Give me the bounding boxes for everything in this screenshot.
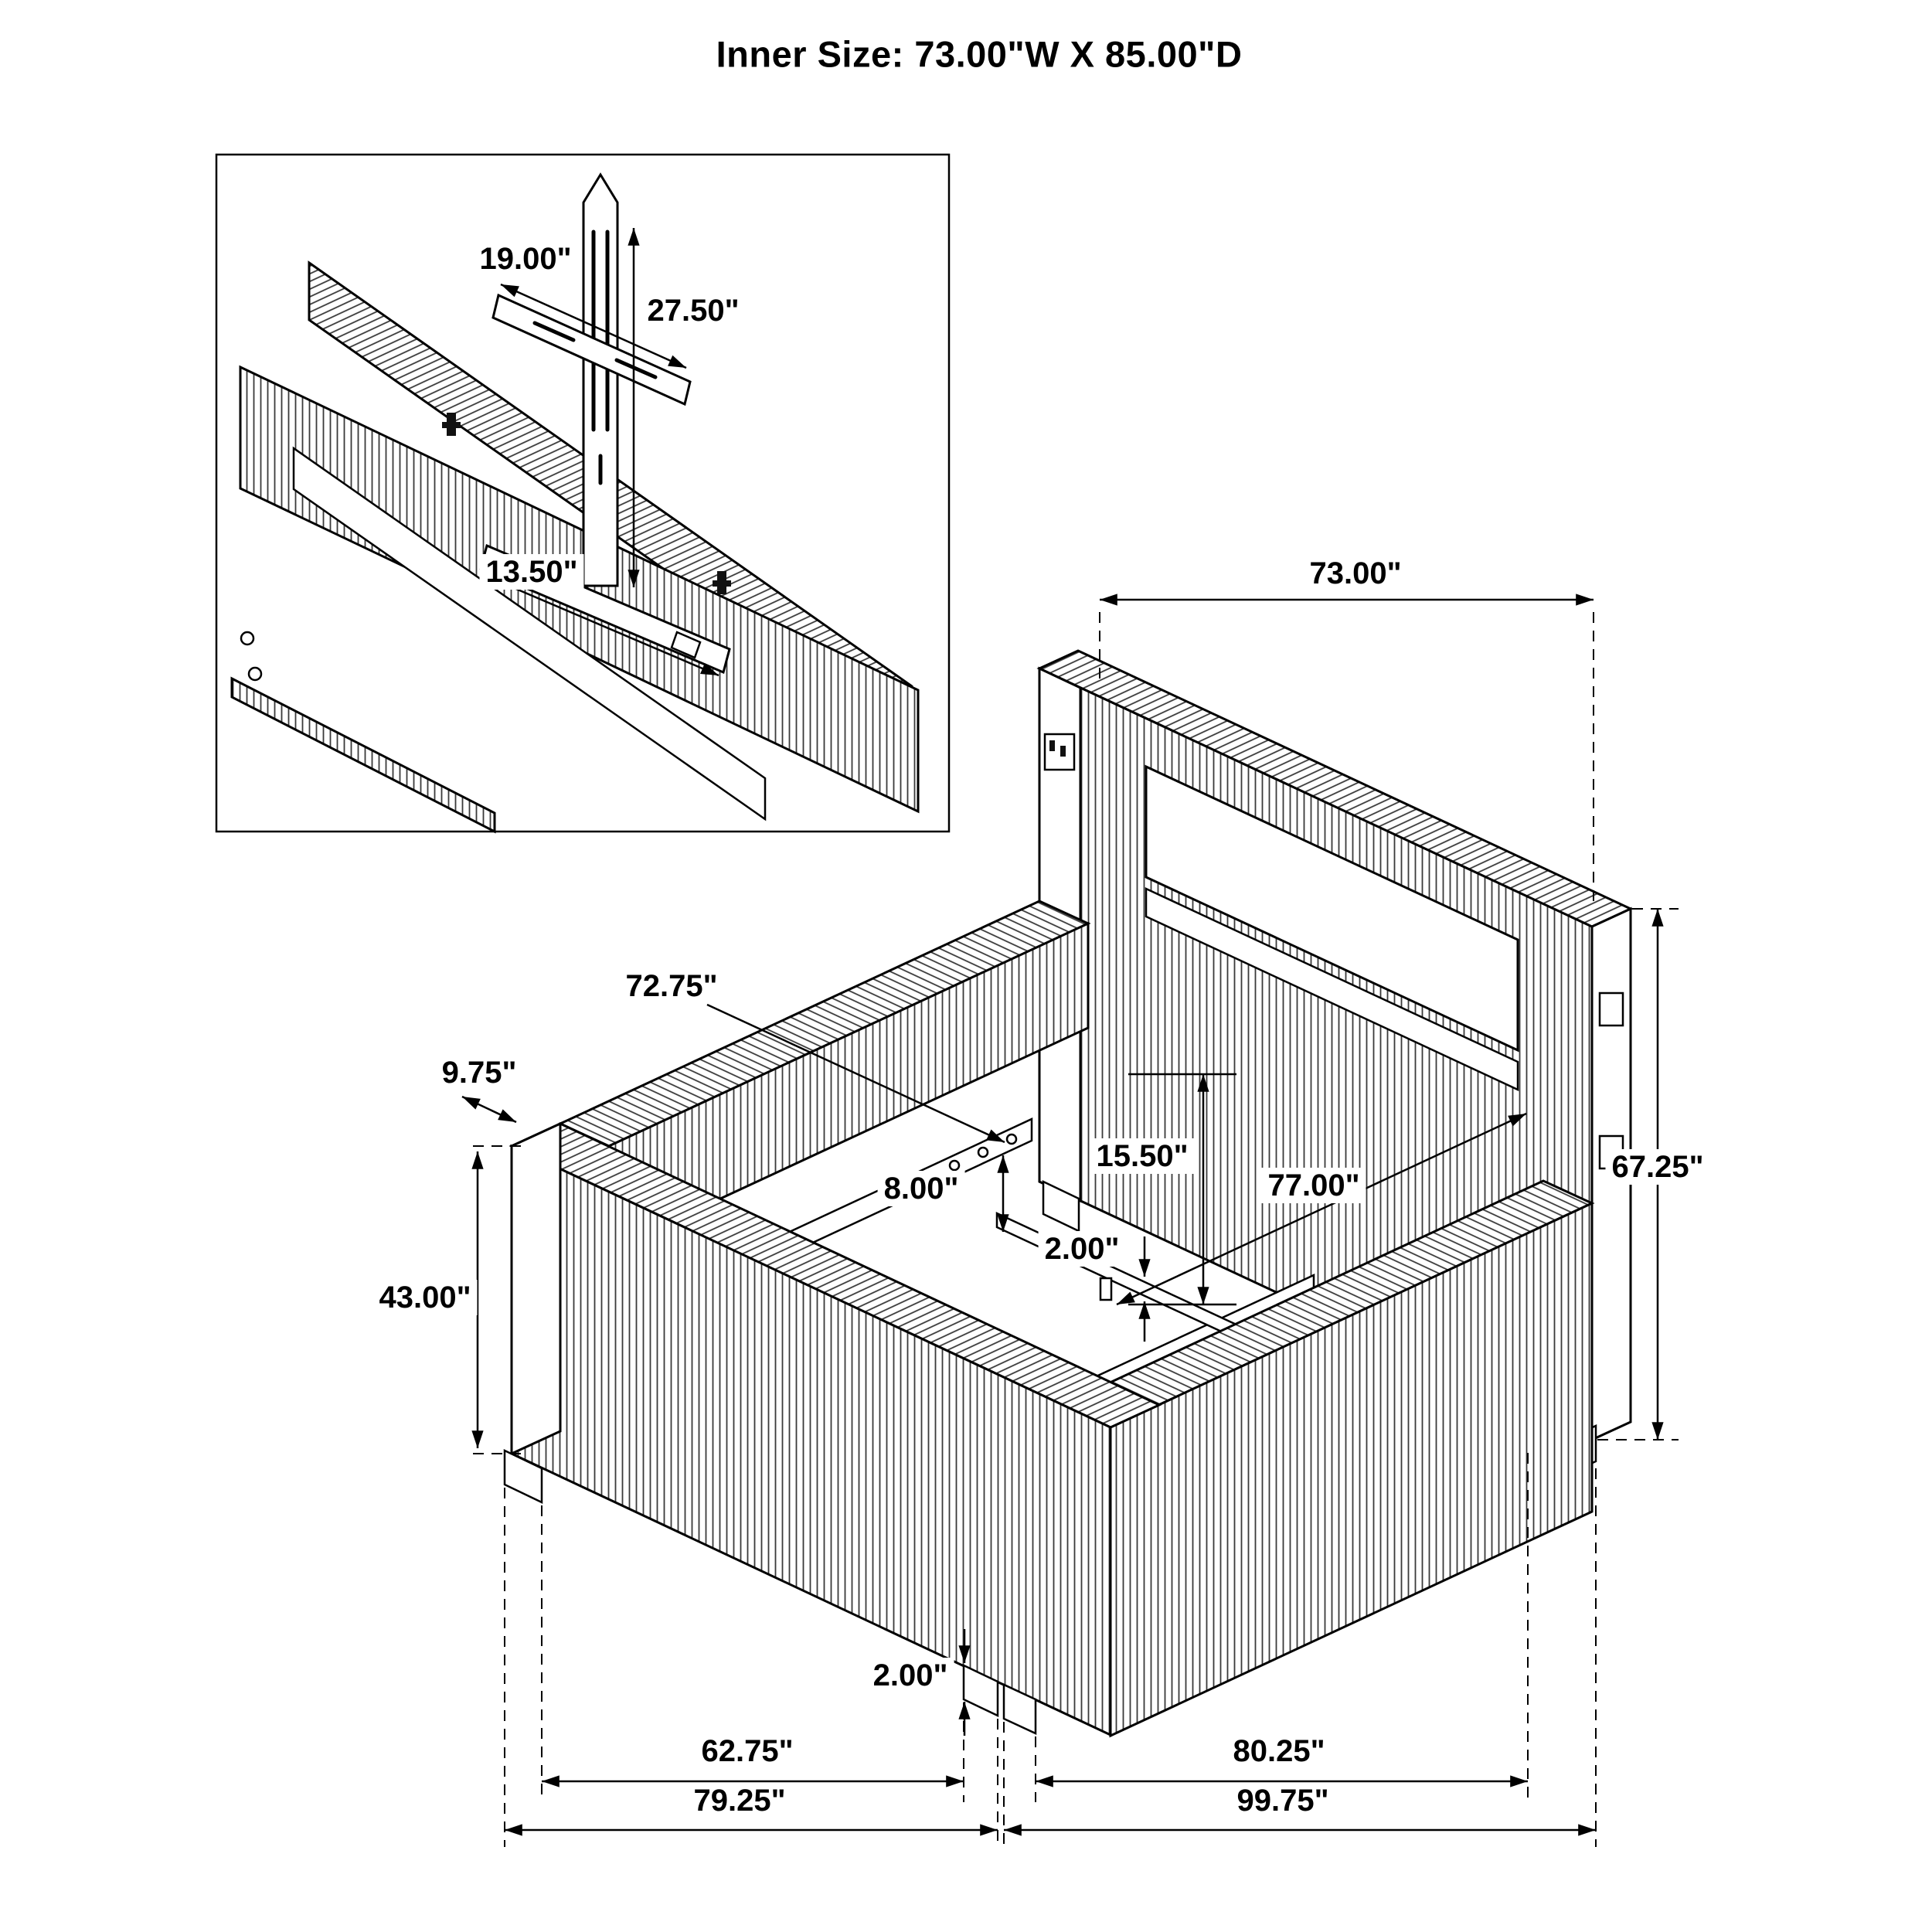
inset-screw — [240, 631, 255, 646]
slat-foot — [1099, 1277, 1113, 1301]
dim-base-width: 13.50" — [479, 554, 584, 590]
inset-clip — [713, 571, 731, 594]
dim-overall-depth: 99.75" — [1230, 1783, 1335, 1818]
inset-screw — [247, 666, 263, 682]
footboard — [503, 1121, 1162, 1737]
dim-footboard-inner-width: 62.75" — [695, 1733, 800, 1769]
rail-leg — [1002, 1683, 1037, 1735]
inset-side-rail — [230, 676, 496, 834]
dim-leg-height: 2.00" — [866, 1658, 954, 1693]
dim-mount-height: 27.50" — [641, 293, 746, 328]
dim-slat-thickness: 2.00" — [1038, 1231, 1126, 1267]
inset-clip — [442, 413, 461, 436]
detail-inset — [215, 153, 951, 834]
footboard-leg — [962, 1664, 999, 1717]
dim-footboard-outer-width: 79.25" — [687, 1783, 792, 1818]
dim-inner-rail-length: 72.75" — [619, 968, 724, 1004]
inset-dimension-lines — [485, 228, 719, 677]
rail-hole — [977, 1146, 989, 1158]
headboard-shelf-slot — [1145, 887, 1519, 1091]
headboard-tv-opening — [1145, 764, 1519, 1053]
dim-rail-height: 8.00" — [877, 1171, 965, 1206]
inset-mount-post — [582, 172, 619, 587]
rail-hole — [948, 1159, 961, 1172]
dim-bracket-width: 19.00" — [473, 241, 578, 277]
dim-headboard-height: 67.25" — [1605, 1149, 1710, 1185]
page-title: Inner Size: 73.00"W X 85.00"D — [716, 33, 1243, 75]
dim-clearance-height: 15.50" — [1090, 1138, 1195, 1174]
dim-rail-span: 80.25" — [1226, 1733, 1332, 1769]
dim-footboard-height: 43.00" — [372, 1280, 478, 1315]
dim-inner-depth: 77.00" — [1261, 1168, 1366, 1203]
footboard-leg — [503, 1449, 543, 1504]
rail-hole — [1005, 1133, 1018, 1145]
headboard-bracket — [1043, 733, 1076, 771]
footboard-end-cap — [510, 1121, 562, 1456]
headboard-bracket — [1598, 992, 1624, 1027]
dim-arm-width: 9.75" — [435, 1055, 523, 1090]
dim-headboard-width: 73.00" — [1303, 556, 1408, 591]
